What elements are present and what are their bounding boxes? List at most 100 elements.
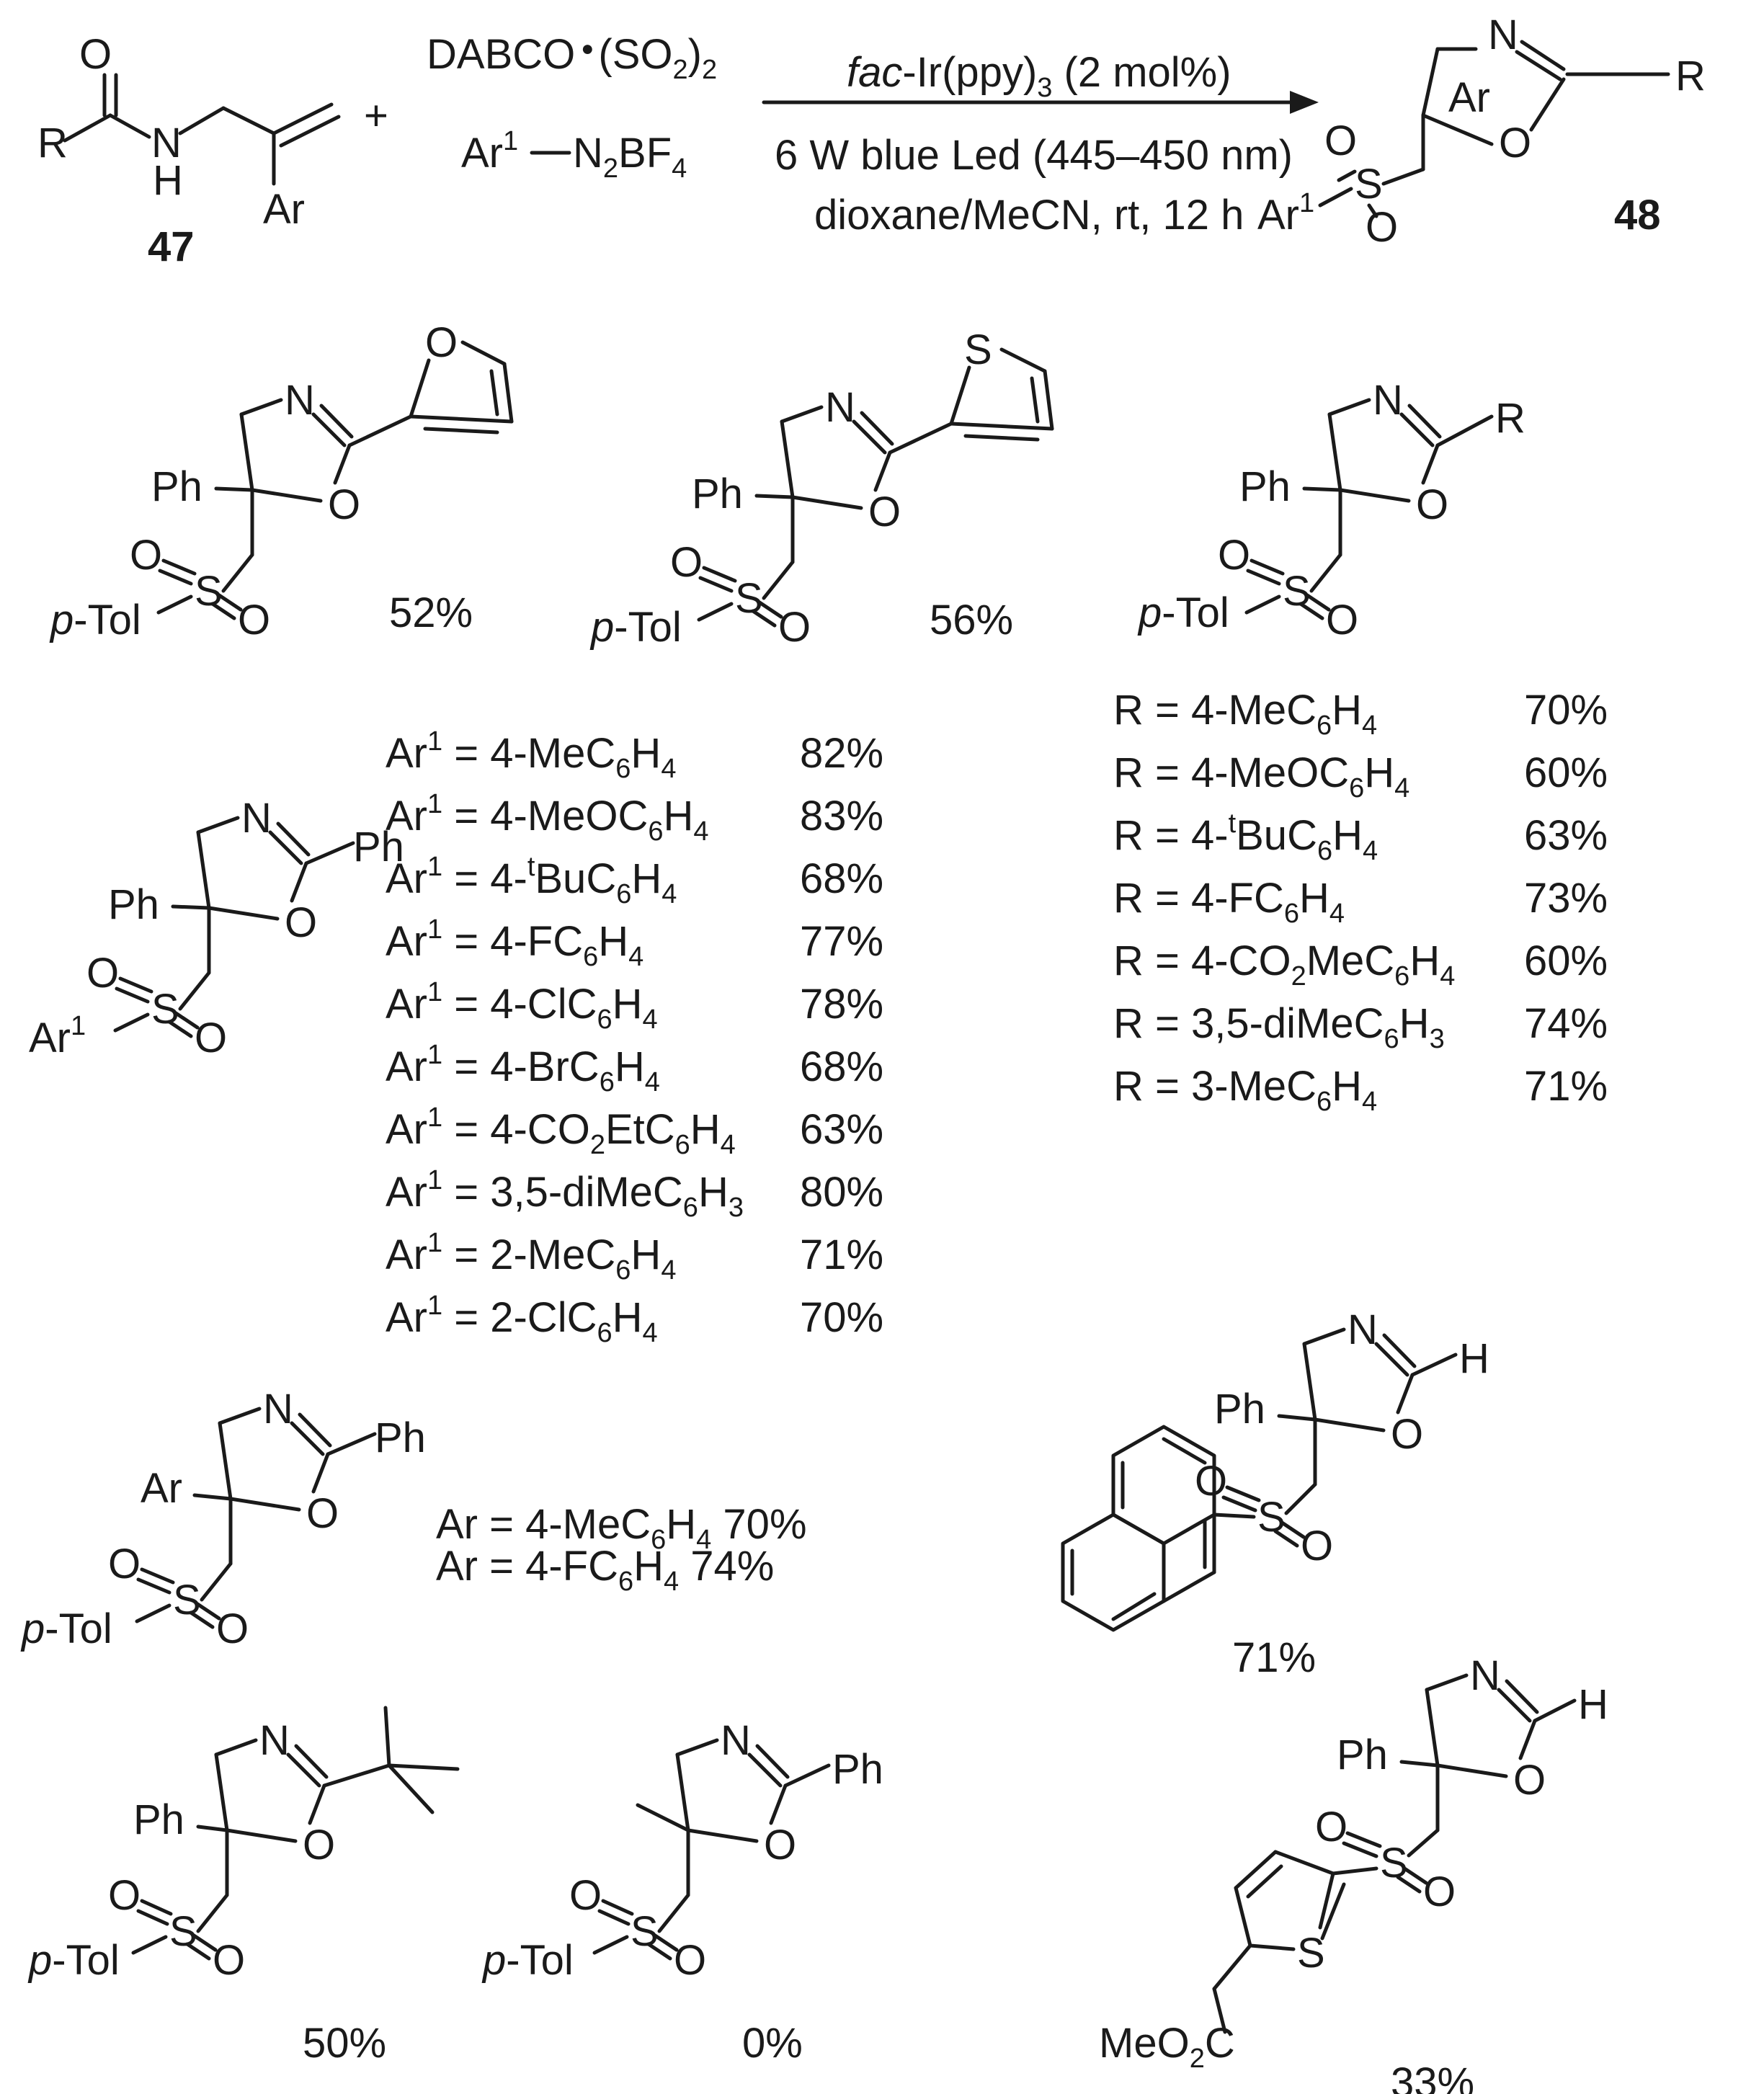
atom-o: O	[1326, 597, 1358, 643]
ar1-row: Ar1 = 4-MeC6H4	[386, 726, 676, 784]
ar1-row: Ar1 = 4-MeOC6H4	[386, 789, 709, 847]
ar1-row-yield: 63%	[800, 1106, 883, 1153]
ar1-row-yield: 82%	[800, 730, 883, 777]
example-ar1-series: N O Ph Ph S O O Ar1	[29, 795, 404, 1061]
ar1-row: Ar1 = 2-ClC6H4	[386, 1291, 658, 1348]
ar-yield-table: Ar = 4-MeC6H4 70%Ar = 4-FC6H4 74%	[436, 1501, 807, 1597]
example-methyl: N O Ph S O O p-Tol 0%	[481, 1717, 883, 2067]
atom-h: H	[1459, 1335, 1489, 1382]
atom-o: O	[79, 31, 112, 78]
r-row-yield: 60%	[1524, 937, 1608, 984]
r-row: R = 4-MeOC6H4	[1113, 749, 1409, 803]
ar1-row: Ar1 = 4-ClC6H4	[386, 977, 658, 1035]
atom-n: N	[1373, 377, 1403, 424]
atom-ar: Ar	[141, 1465, 182, 1512]
atom-ar1: Ar1	[1257, 188, 1314, 239]
r-row-yield: 63%	[1524, 812, 1608, 859]
condition-light: 6 W blue Led (445–450 nm)	[775, 132, 1293, 179]
example-tbutyl: N O Ph S O O p-Tol 50%	[27, 1706, 460, 2067]
atom-s: S	[1297, 1930, 1325, 1977]
yield-tbutyl: 50%	[303, 2020, 386, 2067]
ar1-row: Ar1 = 3,5-diMeC6H3	[386, 1165, 744, 1223]
atom-o: O	[764, 1822, 796, 1868]
ar1-row-yield: 68%	[800, 855, 883, 902]
atom-o: O	[1416, 481, 1448, 528]
catalyst-text: fac-Ir(ppy)3 (2 mol%)	[847, 49, 1231, 103]
atom-o: O	[1195, 1458, 1227, 1505]
atom-n: N	[721, 1717, 751, 1764]
atom-o: O	[285, 899, 317, 946]
r-row: R = 4-MeC6H4	[1113, 687, 1377, 741]
reagent-dabco: DABCO●(SO2)2	[427, 31, 717, 85]
atom-n: N	[241, 795, 272, 842]
atom-n: N	[259, 1717, 290, 1764]
atom-o: O	[306, 1490, 339, 1537]
atom-o: O	[328, 481, 360, 528]
example-furyl: N O O Ph S O O p-Tol 52%	[49, 319, 514, 643]
atom-s: S	[964, 326, 992, 373]
ar-row: Ar = 4-FC6H4 74%	[436, 1543, 774, 1597]
atom-n: N	[1470, 1652, 1500, 1699]
atom-o: O	[868, 489, 901, 535]
atom-o: O	[1218, 532, 1250, 579]
r-row: R = 3-MeC6H4	[1113, 1063, 1377, 1117]
atom-n: N	[263, 1386, 293, 1433]
atom-ar: Ar	[263, 186, 305, 233]
reagent-diazonium-ar: Ar1	[461, 126, 518, 177]
example-thiophene-ester: N O H Ph S O O S MeO2C 33%	[1099, 1652, 1608, 2094]
atom-ar1: Ar1	[29, 1011, 86, 1061]
atom-o: O	[195, 1015, 227, 1061]
atom-p-tol: p-Tol	[49, 597, 141, 643]
example-thienyl: N O S Ph S O O p-Tol 56%	[589, 326, 1054, 651]
atom-o: O	[216, 1605, 249, 1652]
compound-label-48: 48	[1614, 192, 1661, 239]
atom-h: H	[1578, 1681, 1608, 1728]
ar-row: Ar = 4-MeC6H4 70%	[436, 1501, 807, 1555]
atom-o: O	[1324, 117, 1357, 164]
r-row: R = 4-CO2MeC6H4	[1113, 937, 1455, 992]
atom-ph: Ph	[1239, 463, 1291, 510]
atom-o: O	[1423, 1868, 1456, 1915]
yield-thienyl: 56%	[930, 597, 1013, 643]
yield-thiophene-ester: 33%	[1391, 2059, 1474, 2094]
ar1-row: Ar1 = 4-FC6H4	[386, 914, 643, 972]
reagent-diazonium-n2bf4: N2BF4	[573, 130, 687, 184]
atom-o: O	[238, 597, 270, 643]
r-row: R = 3,5-diMeC6H3	[1113, 1000, 1445, 1054]
atom-s: S	[1355, 161, 1383, 208]
r-row-yield: 71%	[1524, 1063, 1608, 1110]
atom-o: O	[108, 1541, 141, 1587]
r-row-yield: 70%	[1524, 687, 1608, 734]
atom-meo2c: MeO2C	[1099, 2020, 1235, 2074]
yield-furyl: 52%	[389, 589, 473, 636]
example-ar-series: N O Ph Ar S O O p-Tol	[20, 1386, 426, 1652]
atom-p-tol: p-Tol	[27, 1937, 120, 1984]
atom-o: O	[1391, 1411, 1423, 1458]
atom-ph: Ph	[353, 824, 404, 870]
yield-methyl: 0%	[742, 2020, 803, 2067]
r-row-yield: 60%	[1524, 749, 1608, 796]
atom-o: O	[1301, 1523, 1333, 1569]
atom-r: R	[1495, 395, 1525, 442]
atom-n: N	[285, 377, 315, 424]
example-r-series: N O R Ph S O O p-Tol	[1137, 377, 1525, 643]
atom-o: O	[1499, 120, 1531, 166]
ar1-row: Ar1 = 4-BrC6H4	[386, 1040, 660, 1097]
atom-ph: Ph	[108, 881, 159, 928]
atom-r: R	[1675, 53, 1706, 99]
plus-sign: +	[364, 92, 388, 139]
atom-p-tol: p-Tol	[1137, 589, 1229, 636]
compound-label-47: 47	[148, 223, 195, 270]
atom-o: O	[1366, 204, 1398, 251]
atom-ph: Ph	[133, 1796, 184, 1843]
reagents: DABCO●(SO2)2 Ar1 N2BF4	[427, 31, 717, 184]
atom-o: O	[778, 604, 811, 651]
atom-p-tol: p-Tol	[20, 1605, 112, 1652]
atom-o: O	[425, 319, 458, 366]
ar1-row-yield: 77%	[800, 918, 883, 965]
ar1-row: Ar1 = 4-tBuC6H4	[386, 852, 677, 909]
atom-ph: Ph	[1214, 1386, 1265, 1433]
atom-ph: Ph	[832, 1746, 883, 1793]
